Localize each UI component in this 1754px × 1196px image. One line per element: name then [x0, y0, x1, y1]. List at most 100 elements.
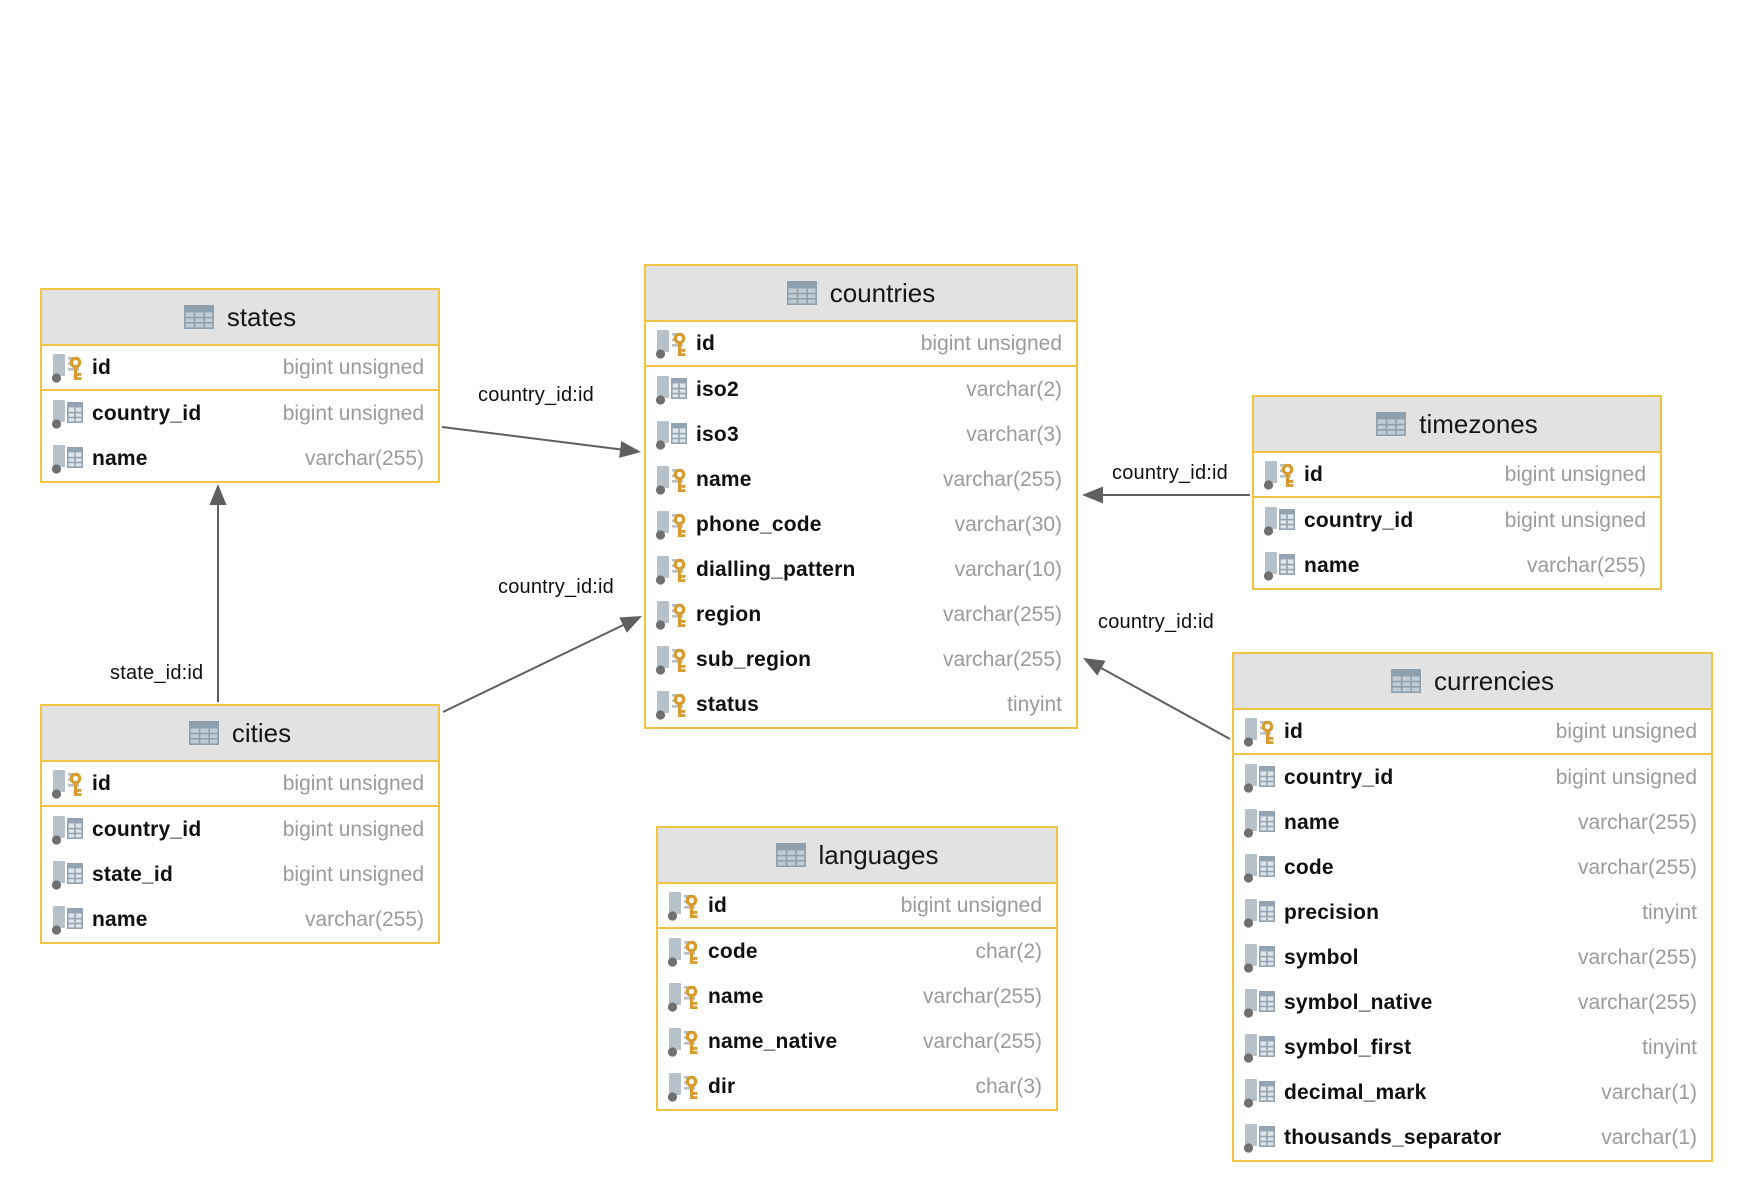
column-icon: [1243, 1033, 1275, 1063]
table-title: cities: [231, 717, 292, 748]
column-key-icon: [1243, 717, 1274, 747]
table-header-currencies[interactable]: currencies: [1234, 654, 1711, 710]
column-type: bigint unsigned: [1555, 719, 1697, 743]
column-icon: [655, 420, 687, 450]
relation-arrowhead: [619, 616, 642, 633]
column-row-countries-iso2[interactable]: iso2 varchar(2): [646, 367, 1076, 412]
table-title: currencies: [1434, 665, 1554, 696]
column-key-icon: [655, 600, 686, 630]
relation-arrowhead: [1082, 486, 1103, 504]
column-name: code: [1284, 855, 1334, 879]
column-name: decimal_mark: [1284, 1080, 1427, 1104]
column-icon: [1263, 506, 1295, 536]
column-name: state_id: [92, 862, 173, 886]
table-header-cities[interactable]: cities: [42, 706, 438, 762]
column-icon: [1243, 943, 1275, 973]
column-key-icon: [667, 891, 698, 921]
table-title: states: [226, 301, 297, 332]
column-name: sub_region: [696, 647, 812, 671]
column-type: varchar(255): [1526, 553, 1646, 577]
table-header-states[interactable]: states: [42, 290, 438, 346]
column-type: tinyint: [1642, 1035, 1697, 1059]
column-key-icon: [655, 555, 686, 585]
column-type: varchar(2): [966, 377, 1062, 401]
relation-arrowhead: [209, 484, 227, 505]
column-name: name: [696, 467, 752, 491]
relation-arrowhead: [1083, 658, 1106, 676]
column-key-icon: [655, 690, 686, 720]
column-key-icon: [655, 510, 686, 540]
column-icon: [1263, 551, 1295, 581]
column-row-currencies-id[interactable]: id bigint unsigned: [1234, 710, 1711, 755]
column-icon: [51, 444, 83, 474]
column-type: varchar(1): [1601, 1080, 1697, 1104]
column-name: symbol: [1284, 945, 1359, 969]
column-key-icon: [655, 329, 686, 359]
column-row-cities-name[interactable]: name varchar(255): [42, 897, 438, 942]
column-name: id: [1284, 719, 1304, 743]
column-type: varchar(30): [954, 512, 1062, 536]
column-type: bigint unsigned: [920, 331, 1062, 355]
column-icon: [51, 815, 83, 845]
table-header-languages[interactable]: languages: [658, 828, 1056, 884]
table-header-countries[interactable]: countries: [646, 266, 1076, 322]
column-icon: [51, 399, 83, 429]
column-name: dir: [708, 1074, 736, 1098]
column-name: id: [708, 893, 728, 917]
table-icon: [183, 305, 214, 329]
relation-label-cities-countries: country_id:id: [498, 576, 614, 598]
column-name: iso2: [696, 377, 739, 401]
column-row-cities-country_id[interactable]: country_id bigint unsigned: [42, 807, 438, 852]
column-type: varchar(255): [304, 907, 424, 931]
table-header-timezones[interactable]: timezones: [1254, 397, 1660, 453]
column-type: varchar(255): [1577, 810, 1697, 834]
relation-label-timezones-countries: country_id:id: [1112, 462, 1228, 484]
column-icon: [51, 905, 83, 935]
table-title: languages: [818, 839, 939, 870]
column-type: varchar(255): [1577, 990, 1697, 1014]
column-type: bigint unsigned: [282, 817, 424, 841]
relation-line-currencies-countries: [1097, 665, 1231, 740]
column-name: name: [92, 907, 148, 931]
column-row-currencies-decimal_mark[interactable]: decimal_mark varchar(1): [1234, 1070, 1711, 1115]
column-name: name: [708, 984, 764, 1008]
table-icon: [1391, 669, 1422, 693]
column-name: country_id: [92, 817, 202, 841]
column-name: iso3: [696, 422, 739, 446]
